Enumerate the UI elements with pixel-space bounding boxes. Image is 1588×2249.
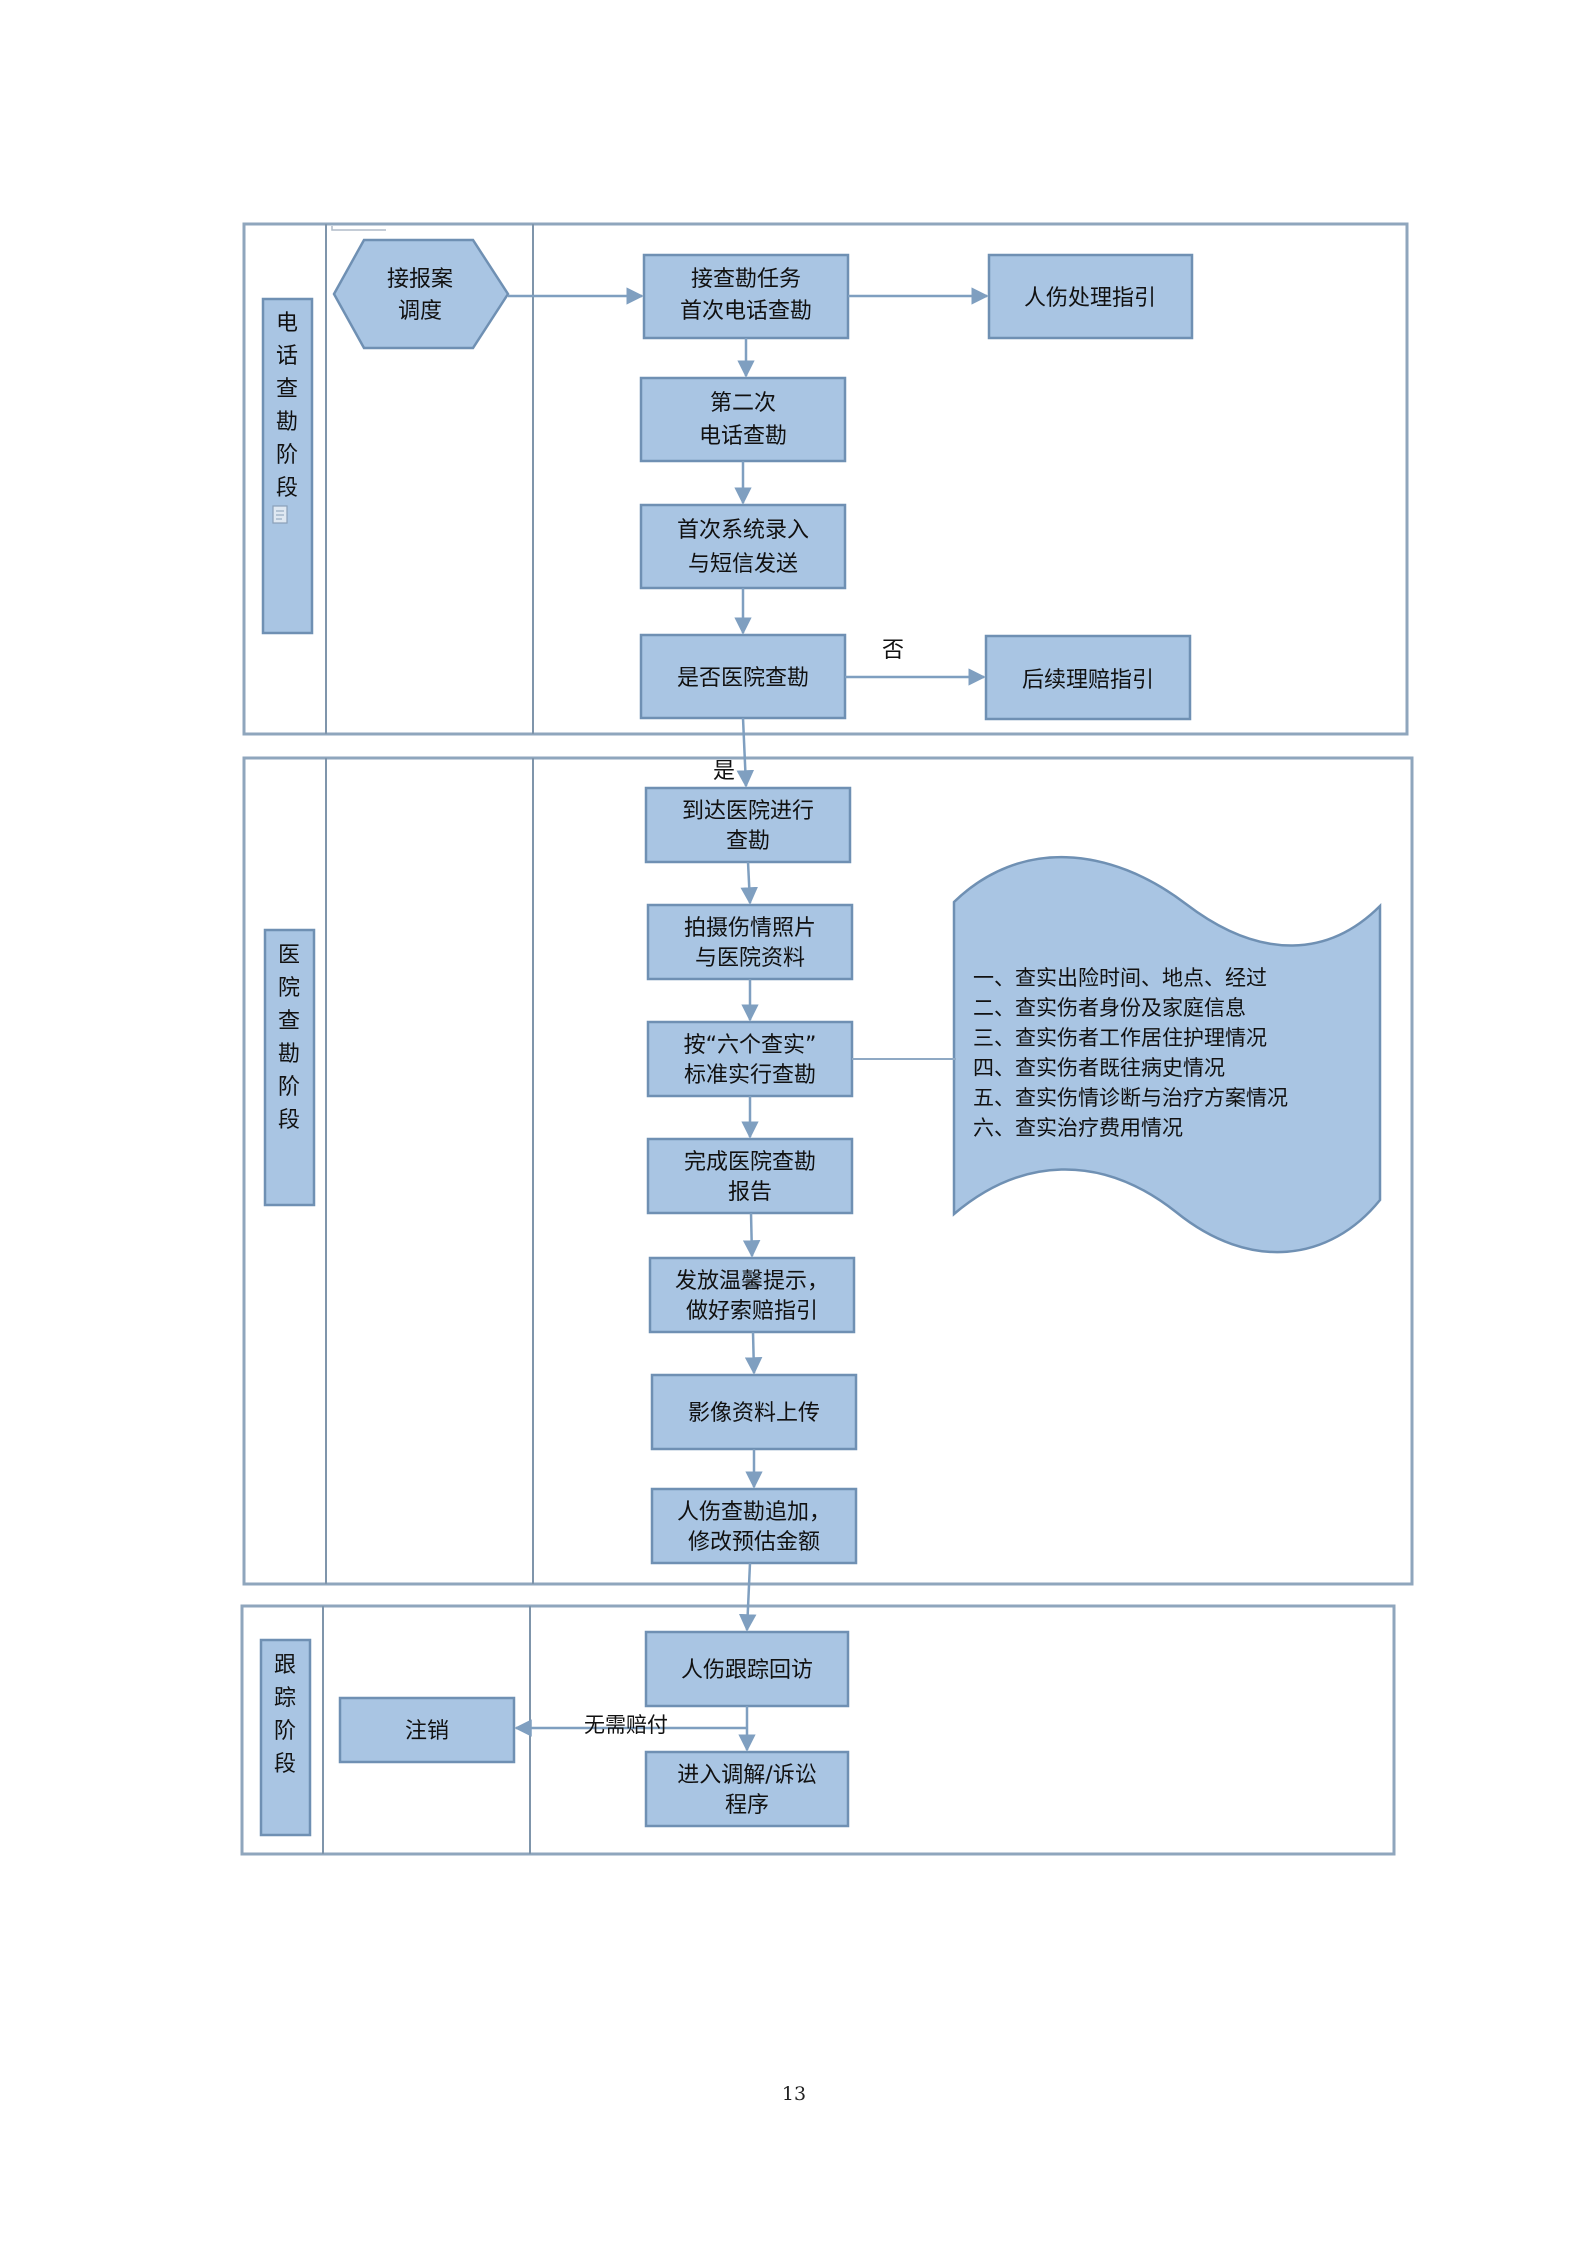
svg-text:接报案: 接报案	[387, 267, 453, 292]
edge-label-no-payment: 无需赔付	[584, 1713, 668, 1737]
svg-text:修改预估金额: 修改预估金额	[688, 1530, 820, 1555]
stage-label-hospital: 医院查勘阶段	[263, 928, 316, 1207]
node-followup-guide: 后续理赔指引	[984, 634, 1192, 721]
node-report: 完成医院查勘 报告	[646, 1137, 854, 1215]
svg-text:五、查实伤情诊断与治疗方案情况: 五、查实伤情诊断与治疗方案情况	[973, 1086, 1288, 1110]
svg-text:标准实行查勘: 标准实行查勘	[684, 1063, 816, 1088]
stage-label-phone: 电话查勘阶段	[261, 297, 314, 635]
node-arrive-hospital: 到达医院进行 查勘	[644, 786, 852, 864]
stage-label-tracking: 跟踪阶段	[259, 1638, 312, 1837]
svg-text:首次系统录入: 首次系统录入	[677, 518, 809, 543]
node-tracking-visit: 人伤跟踪回访	[644, 1630, 850, 1708]
stage-label-hospital-text: 医院查勘阶段	[278, 943, 300, 1133]
svg-text:是否医院查勘: 是否医院查勘	[677, 666, 809, 691]
svg-text:查勘: 查勘	[726, 829, 770, 854]
svg-text:调度: 调度	[398, 299, 442, 324]
node-upload: 影像资料上传	[650, 1373, 858, 1451]
svg-text:一、查实出险时间、地点、经过: 一、查实出险时间、地点、经过	[973, 966, 1267, 990]
svg-text:影像资料上传: 影像资料上传	[688, 1401, 820, 1426]
svg-text:发放温馨提示，: 发放温馨提示，	[675, 1269, 829, 1294]
node-hospital-decision: 是否医院查勘	[639, 633, 847, 720]
stage-label-tracking-text: 跟踪阶段	[274, 1653, 296, 1777]
node-reminder: 发放温馨提示， 做好索赔指引	[648, 1256, 856, 1334]
edge-label-yes: 是	[713, 759, 735, 784]
stage-label-phone-text: 电话查勘阶段	[276, 311, 298, 501]
svg-text:四、查实伤者既往病史情况: 四、查实伤者既往病史情况	[973, 1056, 1225, 1080]
svg-text:拍摄伤情照片: 拍摄伤情照片	[684, 916, 816, 941]
node-injury-guide: 人伤处理指引	[987, 253, 1194, 340]
svg-text:第二次: 第二次	[710, 391, 776, 416]
svg-text:人伤查勘追加，: 人伤查勘追加，	[677, 1500, 831, 1525]
connectors	[508, 287, 989, 1752]
svg-text:接查勘任务: 接查勘任务	[691, 267, 801, 292]
arrow-reminder-to-upload	[744, 1331, 763, 1375]
svg-text:二、查实伤者身份及家庭信息: 二、查实伤者身份及家庭信息	[973, 996, 1246, 1020]
node-six-checks: 按“六个查实” 标准实行查勘	[646, 1020, 854, 1098]
svg-text:电话查勘: 电话查勘	[699, 424, 787, 449]
svg-text:后续理赔指引: 后续理赔指引	[1022, 668, 1154, 693]
svg-text:到达医院进行: 到达医院进行	[682, 799, 814, 824]
svg-text:注销: 注销	[405, 1719, 449, 1744]
svg-text:三、查实伤者工作居住护理情况: 三、查实伤者工作居住护理情况	[973, 1026, 1267, 1050]
arrow-report-to-reminder	[742, 1212, 761, 1258]
svg-text:首次电话查勘: 首次电话查勘	[680, 299, 812, 324]
arrow-decision-to-arrive	[736, 717, 755, 788]
stage-phone-frame	[242, 222, 1409, 736]
svg-text:进入调解/诉讼: 进入调解/诉讼	[677, 1763, 816, 1788]
node-system-entry: 首次系统录入 与短信发送	[639, 503, 847, 590]
svg-text:人伤处理指引: 人伤处理指引	[1024, 286, 1156, 311]
node-cancel: 注销	[338, 1696, 516, 1764]
svg-text:做好索赔指引: 做好索赔指引	[686, 1299, 818, 1324]
node-second-call: 第二次 电话查勘	[639, 376, 847, 463]
svg-text:与短信发送: 与短信发送	[688, 552, 798, 577]
six-checks-banner: 一、查实出险时间、地点、经过 二、查实伤者身份及家庭信息 三、查实伤者工作居住护…	[952, 855, 1382, 1254]
arrow-amend-to-tracking-visit	[738, 1562, 757, 1632]
node-dispatch: 接报案 调度	[332, 238, 510, 350]
node-photos: 拍摄伤情照片 与医院资料	[646, 903, 854, 981]
arrow-arrive-to-photos	[740, 861, 758, 905]
svg-text:按“六个查实”: 按“六个查实”	[684, 1033, 817, 1058]
small-doc-icon	[272, 505, 288, 524]
stage-tracking-frame	[240, 1604, 1396, 1856]
edge-label-no: 否	[882, 638, 904, 663]
svg-text:完成医院查勘: 完成医院查勘	[684, 1150, 816, 1175]
svg-text:人伤跟踪回访: 人伤跟踪回访	[681, 1658, 813, 1683]
node-mediation: 进入调解/诉讼 程序	[644, 1750, 850, 1828]
svg-text:与医院资料: 与医院资料	[695, 946, 805, 971]
svg-text:报告: 报告	[728, 1180, 772, 1205]
stage-hospital-frame	[242, 756, 1414, 1586]
six-checks-list: 一、查实出险时间、地点、经过 二、查实伤者身份及家庭信息 三、查实伤者工作居住护…	[973, 966, 1288, 1140]
svg-text:六、查实治疗费用情况: 六、查实治疗费用情况	[973, 1116, 1183, 1140]
svg-text:程序: 程序	[725, 1793, 769, 1818]
page-number: 13	[781, 2083, 807, 2105]
node-amend: 人伤查勘追加， 修改预估金额	[650, 1487, 858, 1565]
node-first-call: 接查勘任务 首次电话查勘	[642, 253, 850, 340]
